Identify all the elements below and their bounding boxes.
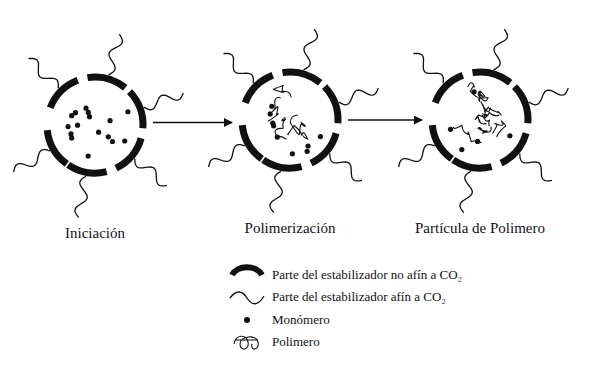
stabilizer-anchor: [472, 72, 510, 83]
stabilizer-anchor: [87, 77, 125, 88]
monomer-dot: [305, 149, 310, 154]
stabilizer-tail: [339, 88, 378, 105]
monomer-dot: [290, 151, 295, 156]
monomer-dot: [125, 109, 130, 114]
polymer-chain: [275, 117, 286, 139]
monomer-dot: [270, 121, 275, 126]
monomer-dot: [448, 127, 453, 132]
monomer-dot: [305, 143, 310, 148]
stabilizer-tail: [460, 171, 472, 212]
particle: [399, 29, 569, 212]
stabilizer-anchor: [515, 87, 528, 124]
monomer-dot: [86, 153, 91, 158]
stabilizer-anchor: [282, 72, 320, 83]
stage-caption: Partícula de Polimero: [415, 220, 545, 237]
particle-node: Partícula de Polimero: [432, 72, 528, 168]
monomer-dot: [318, 134, 323, 139]
monomer-dot: [69, 113, 74, 118]
monomer-dot: [83, 106, 88, 111]
polymer-chain: [468, 83, 483, 97]
polymer-chain: [492, 121, 505, 137]
stabilizer-tail: [144, 93, 183, 110]
legend-text: Polimero: [272, 334, 320, 350]
stabilizer-tail: [75, 176, 87, 217]
stabilizer-anchor: [50, 80, 78, 108]
stabilizer-tail: [330, 153, 362, 181]
monomer-dot: [107, 118, 112, 123]
stabilizer-anchor: [68, 165, 106, 173]
stabilizer-anchor: [435, 75, 463, 103]
stabilizer-tail: [494, 29, 508, 70]
stabilizer-arc-sample: [232, 267, 262, 275]
stabilizer-tail: [224, 53, 254, 83]
monomer-dot: [96, 130, 101, 135]
stabilizer-tail: [399, 145, 435, 167]
polymer-chain: [268, 98, 281, 122]
monomer-dot: [65, 124, 70, 129]
stage-caption: Polimerización: [245, 220, 336, 237]
polymer-chain: [478, 91, 488, 101]
stabilizer-tail: [520, 153, 552, 181]
stabilizer-anchor: [242, 125, 262, 159]
stabilizer-anchor: [245, 75, 273, 103]
stabilizer-tail: [14, 150, 50, 172]
monomer-dot: [275, 134, 280, 139]
monomer-dot: [75, 123, 80, 128]
polymer-chain: [478, 127, 491, 134]
stabilizer-tail: [135, 158, 167, 186]
polymer-chain: [288, 126, 308, 139]
polymer-sample: [234, 336, 258, 349]
polymer-chain: [453, 125, 481, 143]
stabilizer-anchor: [130, 92, 143, 129]
legend-text: Parte del estabilizador afín a CO₂: [272, 289, 446, 305]
stabilizer-anchor: [47, 130, 67, 164]
stabilizer-anchor: [325, 87, 338, 124]
monomer-dot: [106, 134, 111, 139]
stage-arrow: [348, 119, 422, 121]
particle: [209, 29, 379, 212]
particle-node: Polimerización: [242, 72, 338, 168]
stabilizer-tail: [414, 53, 444, 83]
stage-caption: Iniciación: [65, 225, 125, 242]
monomer-dot: [459, 147, 464, 152]
stabilizer-tail: [270, 171, 282, 212]
stabilizer-anchor: [263, 160, 301, 168]
stabilizer-tail: [209, 145, 245, 167]
polymer-chain: [290, 115, 305, 135]
legend-samples: [230, 267, 264, 349]
monomer-dot: [268, 111, 273, 116]
stabilizer-tail: [529, 88, 568, 105]
stabilizer-tail: [304, 29, 318, 70]
monomer-dot: [507, 133, 512, 138]
particle-node: Iniciación: [47, 77, 143, 173]
stabilizer-anchor: [116, 138, 141, 168]
stabilizer-tail: [29, 58, 59, 88]
stabilizer-tail: [109, 34, 123, 75]
monomer-dot: [69, 135, 74, 140]
stabilizer-anchor: [501, 133, 526, 163]
monomer-dot: [122, 138, 127, 143]
stage-arrow: [153, 122, 232, 124]
stabilizer-anchor: [453, 160, 491, 168]
polymer-chain: [273, 85, 291, 97]
monomer-sample: [244, 317, 250, 323]
legend-text: Monómero: [272, 312, 330, 328]
tail-sample: [230, 292, 264, 304]
stabilizer-anchor: [311, 133, 336, 163]
monomer-dot: [110, 139, 115, 144]
legend-text: Parte del estabilizador no afín a CO₂: [272, 267, 462, 283]
polymer-chain: [483, 105, 490, 126]
particle: [14, 34, 184, 217]
monomer-dot: [269, 104, 274, 109]
polymer-chain: [481, 102, 502, 116]
